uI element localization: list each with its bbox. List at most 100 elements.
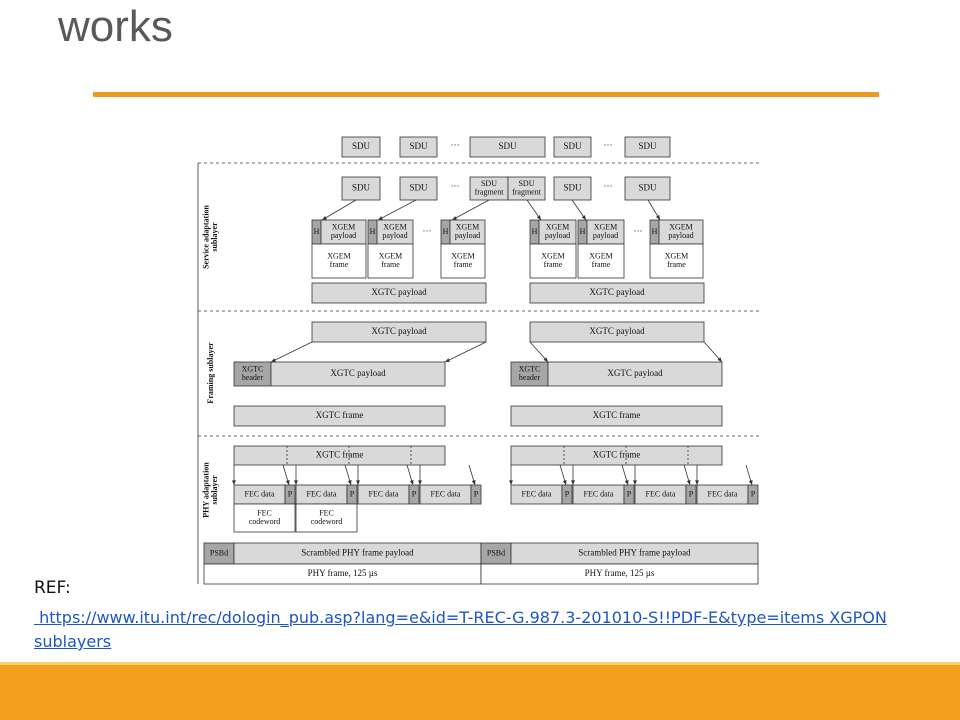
arrow-fecp-right-3-head	[748, 480, 753, 485]
arrow-sdu-xgem-2	[451, 199, 490, 221]
arrow-fecp-right-0-head	[562, 480, 567, 485]
fec-parity-left-3	[470, 484, 482, 505]
fec-parity-right-0	[561, 484, 573, 505]
psbd-right-label: PSBd	[487, 548, 505, 557]
xgtc-frame-right	[510, 405, 723, 427]
arrow-sdu-xgem-0-head	[322, 215, 327, 220]
xgtc-payload-frame-left-label: XGTC payload	[330, 368, 386, 378]
sdu-mid-1-label: SDU	[409, 183, 428, 193]
scrambled-payload-left-label: Scrambled PHY frame payload	[301, 548, 414, 558]
fec-parity-right-3	[747, 484, 759, 505]
fec-parity-left-1-label: P	[350, 489, 355, 498]
arrow-framing-left-b-head	[445, 358, 450, 362]
xgem-payload-1	[376, 219, 414, 245]
xgem-payload-0	[320, 219, 367, 245]
reference-link[interactable]: https://www.itu.int/rec/dologin_pub.asp?…	[34, 606, 894, 654]
psbd-left-label: PSBd	[210, 548, 228, 557]
sdu-mid-0	[341, 176, 381, 201]
fec-data-left-3-label: FEC data	[431, 489, 461, 498]
sdu-top-0-label: SDU	[352, 141, 371, 151]
ellipsis-sdu-mid-a: ···	[451, 181, 460, 191]
arrow-fec-left-2-head	[356, 480, 360, 485]
fec-parity-left-0-label: P	[288, 489, 293, 498]
ellipsis-sdu-top-b: ···	[604, 140, 613, 150]
arrow-fecp-left-0-head	[285, 480, 290, 485]
fec-data-right-1-label: FEC data	[584, 489, 614, 498]
framing-sublayer-label: Framing sublayer	[206, 342, 215, 404]
xgtc-payload-frame-right	[547, 361, 723, 387]
fec-data-right-0-label: FEC data	[522, 489, 552, 498]
sdu-top-1-label: SDU	[409, 141, 428, 151]
fec-parity-right-3-label: P	[751, 489, 756, 498]
ellipsis-xgem-a: ···	[423, 226, 432, 236]
xgtc-payload-frame-right-label: XGTC payload	[607, 368, 663, 378]
arrow-fec-left-1-head	[294, 480, 298, 485]
arrow-sdu-xgem-0	[321, 199, 357, 221]
xgtc-payload-framing-right	[529, 321, 705, 343]
xgtc-payload-framing-right-label: XGTC payload	[589, 326, 645, 336]
fec-data-right-2-label: FEC data	[646, 489, 676, 498]
arrow-sdu-xgem-1-head	[378, 216, 383, 220]
arrow-fecp-left-1-head	[347, 480, 352, 485]
arrow-fec-right-1-head	[571, 480, 575, 485]
title-underline	[93, 92, 879, 97]
fec-parity-left-2	[408, 484, 420, 505]
xgtc-frame-left	[233, 405, 446, 427]
reference-label: REF:	[34, 578, 71, 598]
footer-band	[0, 662, 960, 720]
xgtc-payload-service-left	[311, 282, 487, 304]
phy-frame-right-label: PHY frame, 125 µs	[585, 568, 655, 578]
sdu-top-2	[469, 136, 546, 158]
xgtc-payload-framing-left-label: XGTC payload	[371, 326, 427, 336]
arrow-fec-left-0-head	[232, 480, 236, 485]
scrambled-payload-right-label: Scrambled PHY frame payload	[578, 548, 691, 558]
xgem-payload-5	[658, 219, 704, 245]
arrow-fec-right-0-head	[509, 480, 513, 485]
xgtc-header-right	[510, 361, 549, 387]
arrow-sdu-xgem-1	[377, 199, 417, 221]
xgem-frame-3	[529, 243, 577, 279]
xgem-header-5-label: H	[652, 227, 658, 236]
fec-data-right-3-label: FEC data	[708, 489, 738, 498]
sdu-top-4	[624, 136, 671, 158]
reference-url[interactable]: https://www.itu.int/rec/dologin_pub.asp?…	[39, 608, 825, 627]
sdu-top-3	[553, 136, 592, 158]
arrow-framing-left-a-head	[271, 358, 276, 362]
ellipsis-sdu-top-a: ···	[451, 140, 460, 150]
sdu-top-0	[341, 136, 381, 158]
sdu-mid-3-label: SDU	[563, 183, 582, 193]
ellipsis-xgem-b: ···	[634, 226, 643, 236]
xgem-frame-5	[649, 243, 704, 279]
arrow-framing-left-a	[270, 341, 313, 363]
xgtc-payload-service-right	[529, 282, 705, 304]
arrow-fec-right-2-head	[633, 480, 637, 485]
fec-parity-left-2-label: P	[412, 489, 417, 498]
arrow-fecp-right-1-head	[624, 480, 629, 485]
arrow-framing-left-b	[444, 341, 487, 363]
sdu-top-3-label: SDU	[563, 141, 582, 151]
fec-parity-right-1	[623, 484, 635, 505]
reference-caption[interactable]: XGPON sublayers	[34, 608, 887, 651]
arrow-framing-right-b-head	[717, 357, 722, 362]
xgem-frame-0	[311, 243, 367, 279]
fec-data-left-2-label: FEC data	[369, 489, 399, 498]
arrow-sdu-xgem-5-head	[655, 215, 660, 220]
fec-data-left-0-label: FEC data	[245, 489, 275, 498]
xgtc-header-left	[233, 361, 272, 387]
arrow-fecp-right-2-head	[686, 480, 691, 485]
sdu-mid-4-label: SDU	[638, 183, 657, 193]
